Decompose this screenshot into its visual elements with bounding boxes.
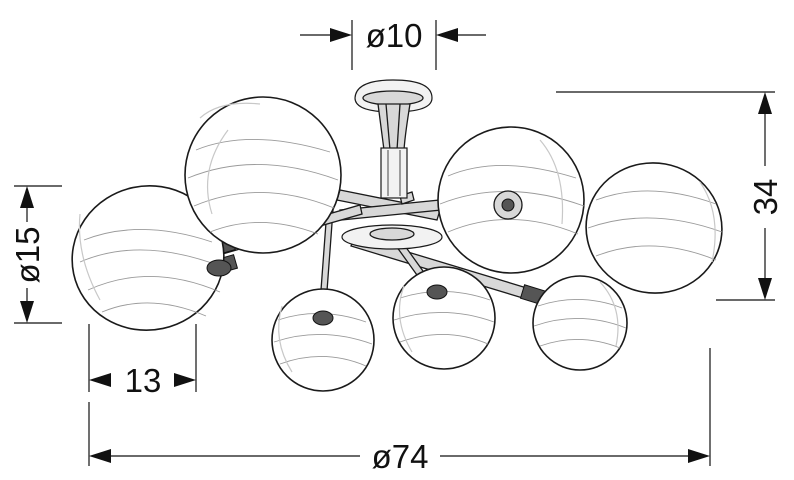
glass-globe-bottom-middle [392,266,496,370]
glass-globe-far-left [71,185,232,331]
glass-globe-top-right [437,126,585,274]
ceiling-canopy [354,79,433,199]
glass-globe-bottom-center [271,288,375,392]
ceiling-lamp-illustration [71,79,723,392]
canopy-diameter-dimension: ø10 [300,17,486,70]
glass-globe-bottom-right [532,275,628,371]
glass-globe-top-left [184,96,342,254]
height-dimension: 34 [556,91,784,301]
glass-globe-far-right [585,162,723,294]
globe-diameter-dimension: ø15 [9,185,62,324]
globe-depth-dimension: 13 [88,324,197,399]
height-label: 34 [747,179,784,216]
overall-diameter-label: ø74 [372,438,429,475]
central-hub [341,224,443,250]
globe-depth-label: 13 [125,362,162,399]
globe-diameter-label: ø15 [9,227,46,284]
canopy-diameter-label: ø10 [366,17,423,54]
overall-diameter-dimension: ø74 [88,348,711,475]
